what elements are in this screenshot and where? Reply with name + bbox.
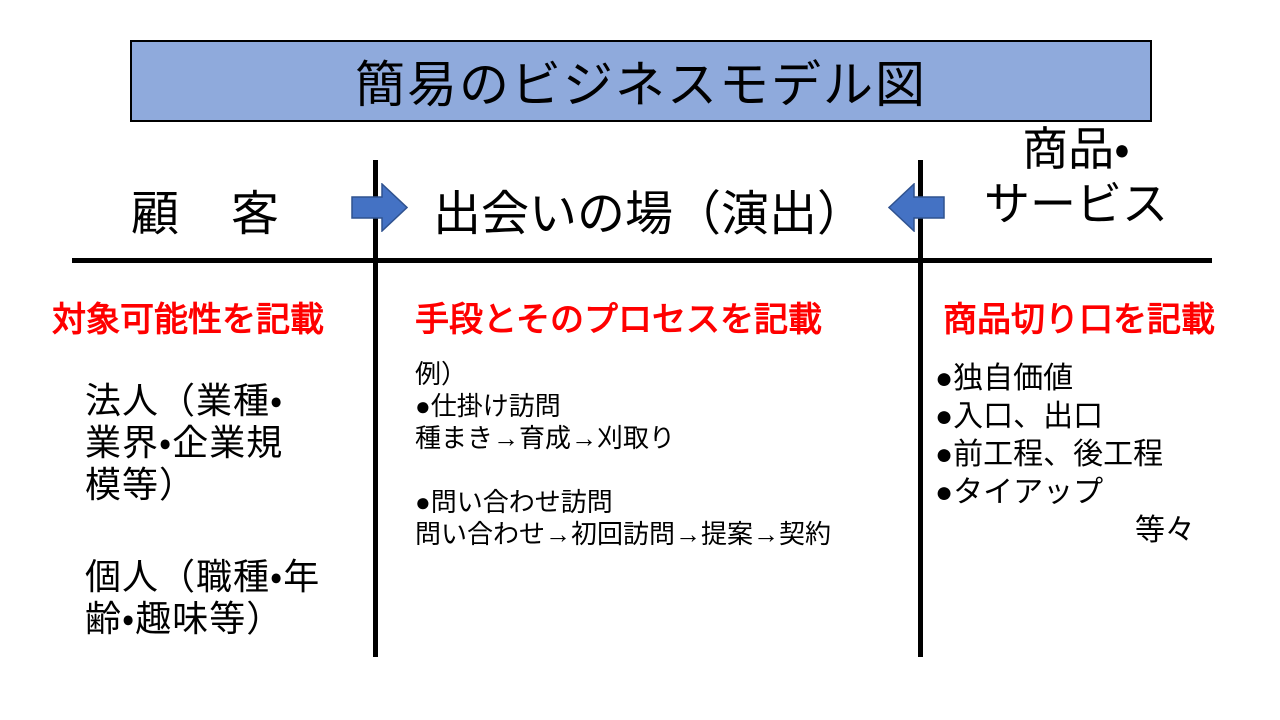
- customer-segment-corporate: 法人（業種・ 業界・企業規 模等）: [85, 380, 283, 506]
- text-line: 模等）: [85, 464, 197, 505]
- divider-vertical-right: [918, 160, 923, 657]
- etc-label: 等々: [1135, 514, 1195, 547]
- text-line: 法人（業種・: [85, 380, 284, 421]
- list-item: ●仕掛け訪問: [415, 391, 561, 421]
- product-header-line: サービス: [984, 178, 1168, 230]
- customer-note: 対象可能性を記載: [52, 301, 324, 339]
- product-note: 商品切り口を記載: [943, 301, 1215, 339]
- divider-horizontal-header: [72, 258, 1212, 263]
- text-line: 齢・趣味等）: [85, 598, 284, 639]
- meeting-note: 手段とそのプロセスを記載: [415, 301, 822, 339]
- meeting-process-examples: 例） ●仕掛け訪問 種まき→育成→刈取り ●問い合わせ訪問 問い合わせ→初回訪問…: [415, 358, 831, 550]
- customer-segment-individual: 個人（職種・年 齢・趣味等）: [85, 556, 320, 640]
- text-line: 例）: [415, 359, 468, 389]
- meeting-place-column-header: 出会いの場（演出）: [432, 188, 865, 241]
- product-angle-list: ●独自価値 ●入口、出口 ●前工程、後工程 ●タイアップ 等々: [935, 360, 1227, 550]
- list-item: ●前工程、後工程: [935, 438, 1164, 471]
- list-item: ●問い合わせ訪問: [415, 487, 613, 517]
- list-item: ●入口、出口: [935, 400, 1104, 433]
- text-line: 業界・企業規: [85, 422, 284, 463]
- text-line: 問い合わせ→初回訪問→提案→契約: [415, 519, 832, 549]
- text-line: 個人（職種・年: [85, 556, 321, 597]
- customer-column-header: 顧 客: [131, 188, 282, 241]
- arrow-right-icon: [351, 183, 408, 232]
- divider-vertical-left: [373, 160, 378, 657]
- list-item: ●独自価値: [935, 362, 1074, 395]
- blank-line: [415, 454, 831, 486]
- page-title: 簡易のビジネスモデル図: [355, 57, 927, 113]
- product-header-line: 商品・: [1022, 123, 1130, 175]
- product-service-column-header: 商品・ サービス: [930, 122, 1222, 232]
- list-item: ●タイアップ: [935, 476, 1104, 509]
- title-banner: 簡易のビジネスモデル図: [130, 40, 1152, 122]
- text-line: 種まき→育成→刈取り: [415, 423, 676, 453]
- arrow-left-icon: [888, 183, 945, 232]
